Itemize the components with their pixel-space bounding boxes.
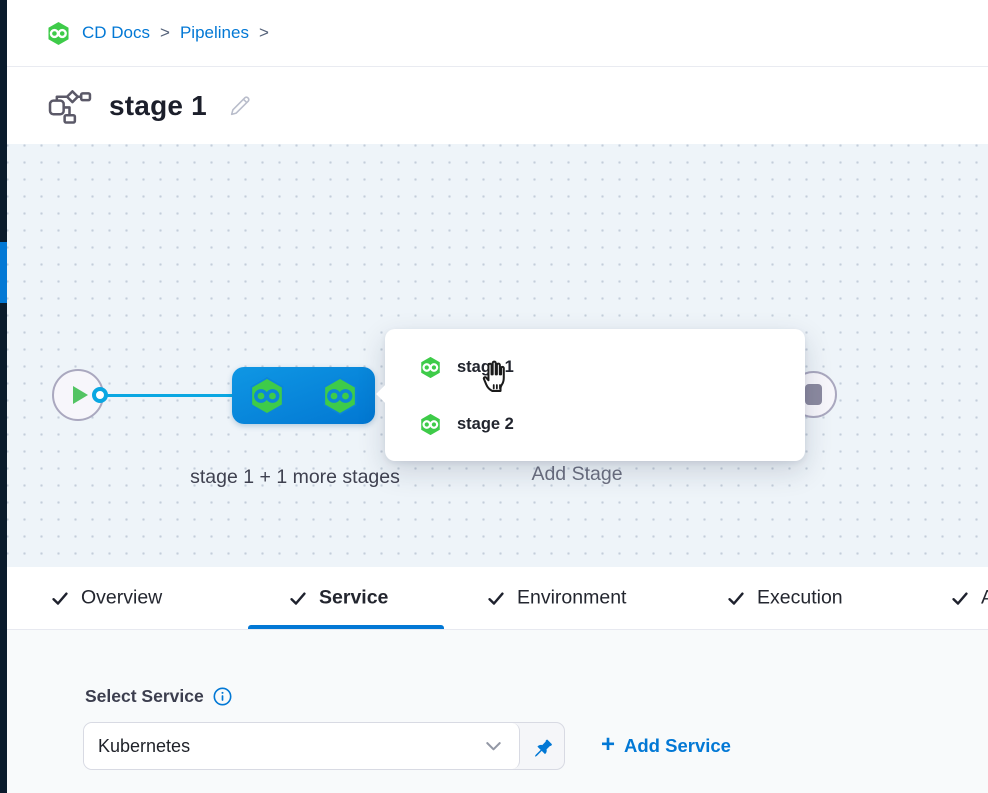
stage-tabs-bar: Overview Service Environment Execution A <box>7 567 988 630</box>
tab-label: Execution <box>757 586 843 609</box>
info-icon <box>213 687 232 706</box>
check-icon <box>728 591 744 605</box>
check-icon <box>52 591 68 605</box>
breadcrumb-separator: > <box>258 23 269 42</box>
add-service-button[interactable]: + Add Service <box>601 731 731 758</box>
stage-hexagon-icon <box>320 375 360 416</box>
popup-item-stage-1[interactable]: stage 1 <box>385 341 805 393</box>
pipeline-stages-icon <box>47 87 92 124</box>
stage-list-popup: stage 1 stage 2 <box>385 329 805 461</box>
check-icon <box>290 591 306 605</box>
title-bar: stage 1 <box>7 67 988 144</box>
check-icon <box>952 591 968 605</box>
nav-active-indicator <box>0 242 7 303</box>
popup-item-label: stage 2 <box>457 414 514 433</box>
pipeline-canvas[interactable]: stage 1 + 1 more stages Add Stage stage … <box>7 144 988 567</box>
tab-label: A <box>981 587 988 610</box>
breadcrumb-separator: > <box>160 23 170 42</box>
tab-overview[interactable]: Overview <box>52 587 162 610</box>
add-service-label: Add Service <box>624 735 731 756</box>
tab-environment[interactable]: Environment <box>488 587 626 610</box>
popup-item-stage-2[interactable]: stage 2 <box>385 398 805 450</box>
select-service-row: Kubernetes + Add Service <box>83 722 988 770</box>
tab-label: Service <box>319 586 389 609</box>
breadcrumb: CD Docs > Pipelines > <box>7 0 988 67</box>
left-edge-strip <box>0 0 7 793</box>
select-service-label: Select Service <box>85 686 204 706</box>
chevron-down-icon <box>486 741 501 750</box>
pin-service-button[interactable] <box>520 723 564 769</box>
select-service-label-row: Select Service <box>85 686 988 707</box>
stage-hexagon-icon <box>418 411 443 437</box>
breadcrumb-link-cd-docs[interactable]: CD Docs <box>82 23 151 42</box>
main-panel: CD Docs > Pipelines > stage 1 <box>7 0 988 793</box>
breadcrumb-link-pipelines[interactable]: Pipelines <box>179 23 249 42</box>
stage-group-node[interactable] <box>232 367 375 424</box>
active-tab-underline <box>248 625 444 629</box>
edge-connector-dot[interactable] <box>92 387 108 403</box>
service-tab-content: Select Service Kubernetes <box>7 630 988 793</box>
tab-service[interactable]: Service <box>290 587 388 610</box>
plus-icon: + <box>601 731 616 758</box>
pin-icon <box>534 736 552 757</box>
stop-icon <box>805 384 822 405</box>
pipeline-edge-line <box>104 393 234 397</box>
play-icon <box>72 386 88 404</box>
popup-item-label: stage 1 <box>457 357 514 376</box>
service-select-group: Kubernetes <box>83 722 565 770</box>
stage-group-label: stage 1 + 1 more stages <box>190 466 400 488</box>
tab-label: Environment <box>517 586 627 609</box>
tab-execution[interactable]: Execution <box>728 587 843 610</box>
pencil-icon <box>230 96 250 116</box>
info-button[interactable] <box>213 687 232 706</box>
service-select-dropdown[interactable]: Kubernetes <box>84 723 520 769</box>
tab-advanced-partial[interactable]: A <box>952 587 988 610</box>
harness-logo-icon <box>45 19 72 47</box>
check-icon <box>488 591 504 605</box>
add-stage-label[interactable]: Add Stage <box>531 463 623 485</box>
edit-title-button[interactable] <box>228 93 253 118</box>
page-title: stage 1 <box>109 89 207 121</box>
tab-label: Overview <box>81 586 163 609</box>
stage-hexagon-icon <box>418 354 443 380</box>
stage-hexagon-icon <box>247 375 287 416</box>
selected-service-value: Kubernetes <box>98 735 191 756</box>
